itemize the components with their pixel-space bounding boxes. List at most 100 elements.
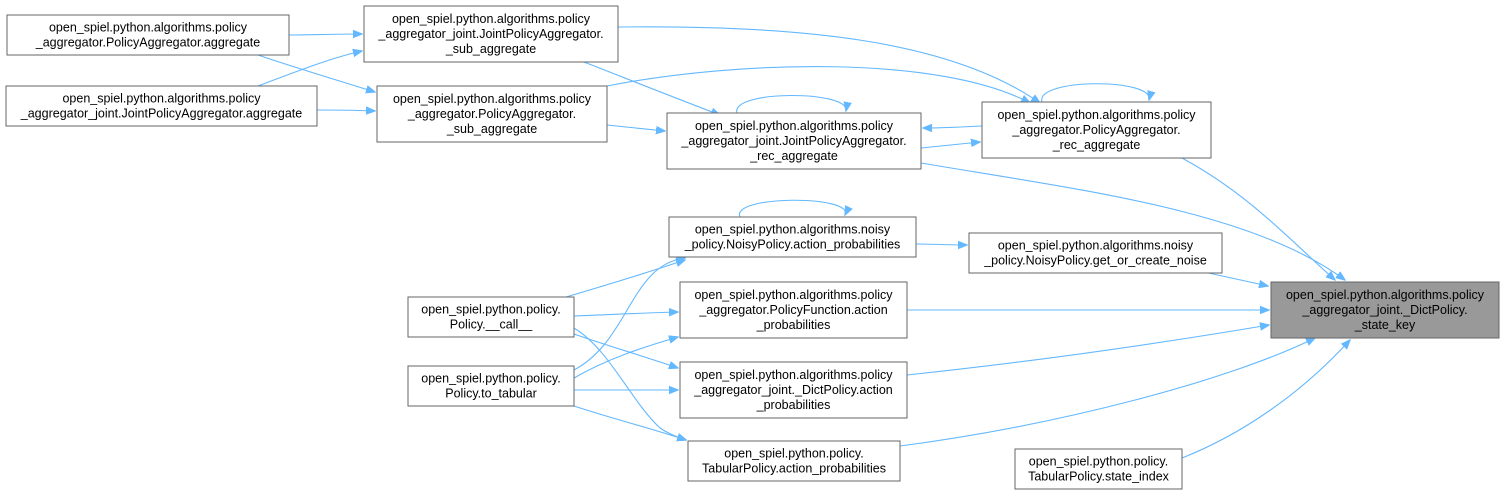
node-box — [6, 14, 290, 56]
node-box — [668, 216, 917, 258]
edge-agg-aggregate-to-agg-sub-aggregate — [257, 54, 375, 92]
edge-arrow — [923, 126, 983, 128]
node-noisy-action-probs[interactable]: open_spiel.python.algorithms.noisy_polic… — [668, 216, 917, 258]
node-label-line: open_spiel.python.policy. — [724, 447, 863, 461]
node-dictpolicy-state-key[interactable]: open_spiel.python.algorithms.policy_aggr… — [1270, 281, 1500, 339]
node-box — [5, 85, 318, 127]
node-policy-to-tabular[interactable]: open_spiel.python.policy.Policy.to_tabul… — [407, 365, 575, 407]
node-label-line: open_spiel.python.algorithms.policy — [695, 119, 894, 133]
edge-arrow — [1041, 83, 1150, 103]
node-label-line: open_spiel.python.algorithms.policy — [694, 288, 893, 302]
edge-joint-sub-aggregate-to-agg-rec-aggregate — [617, 26, 1040, 103]
edge-joint-aggregate-to-agg-sub-aggregate — [316, 110, 375, 111]
node-label-line: open_spiel.python.policy. — [421, 303, 560, 317]
edge-arrow — [257, 51, 362, 87]
node-label-line: open_spiel.python.algorithms.policy — [392, 12, 591, 26]
node-label-line: _policy.NoisyPolicy.get_or_create_noise — [983, 254, 1207, 268]
edge-dictpolicy-action-probs-to-dictpolicy-state-key — [906, 325, 1269, 376]
node-box — [363, 5, 619, 63]
node-label-line: _aggregator.PolicyAggregator. — [1011, 123, 1180, 137]
node-label-line: Policy.__call__ — [450, 318, 534, 332]
node-label-line: _probabilities — [756, 318, 831, 332]
node-label-line: open_spiel.python.algorithms.policy — [1286, 288, 1485, 302]
node-label-line: _aggregator.PolicyAggregator. — [407, 107, 576, 121]
edge-arrow — [920, 162, 1345, 280]
node-label-line: _aggregator.PolicyAggregator.aggregate — [35, 36, 261, 50]
node-box — [981, 101, 1212, 159]
node-label-line: _aggregator_joint.JointPolicyAggregator.… — [20, 107, 302, 121]
edge-joint-rec-aggregate-to-agg-rec-aggregate — [920, 142, 980, 149]
node-label-line: _aggregator_joint.JointPolicyAggregator. — [377, 27, 603, 41]
edge-agg-sub-aggregate-to-joint-rec-aggregate — [606, 124, 665, 131]
node-agg-rec-aggregate[interactable]: open_spiel.python.algorithms.policy_aggr… — [981, 101, 1212, 159]
edge-agg-sub-aggregate-to-agg-rec-aggregate — [606, 66, 1030, 103]
edge-policy-to-tabular-to-policyfunction-action-probs — [573, 337, 678, 379]
node-policy-call[interactable]: open_spiel.python.policy.Policy.__call__ — [407, 296, 575, 338]
node-label-line: open_spiel.python.algorithms.policy — [62, 92, 261, 106]
edge-arrow — [573, 312, 678, 316]
edge-arrow — [736, 94, 846, 114]
node-label-line: _probabilities — [756, 398, 831, 412]
node-label-line: open_spiel.python.algorithms.noisy — [695, 223, 891, 237]
node-joint-rec-aggregate[interactable]: open_spiel.python.algorithms.policy_aggr… — [666, 112, 922, 170]
node-label-line: _rec_aggregate — [1052, 138, 1141, 152]
edge-policy-to-tabular-to-noisy-action-probs — [573, 258, 685, 371]
node-policyfunction-action-probs[interactable]: open_spiel.python.algorithms.policy_aggr… — [679, 281, 908, 339]
edge-arrow — [1203, 271, 1268, 286]
edge-agg-rec-aggregate-to-dictpolicy-state-key — [1181, 157, 1335, 280]
node-label-line: open_spiel.python.policy. — [421, 372, 560, 386]
node-label-line: open_spiel.python.algorithms.policy — [997, 108, 1196, 122]
node-tabular-action-probs[interactable]: open_spiel.python.policy.TabularPolicy.a… — [687, 440, 901, 482]
node-label-line: TabularPolicy.action_probabilities — [702, 462, 886, 476]
node-tabular-state-index[interactable]: open_spiel.python.policy.TabularPolicy.s… — [1014, 448, 1183, 490]
node-label-line: open_spiel.python.policy. — [1029, 455, 1168, 469]
node-label-line: _sub_aggregate — [445, 42, 536, 56]
node-joint-aggregate[interactable]: open_spiel.python.algorithms.policy_aggr… — [5, 85, 318, 127]
node-label-line: _aggregator_joint._DictPolicy. — [1301, 303, 1467, 317]
edge-agg-rec-aggregate-to-joint-rec-aggregate — [923, 126, 983, 128]
edge-joint-rec-aggregate-to-joint-rec-aggregate — [736, 94, 846, 114]
node-label-line: open_spiel.python.algorithms.policy — [393, 92, 592, 106]
edge-arrow — [739, 199, 845, 218]
edge-joint-rec-aggregate-to-dictpolicy-state-key — [920, 162, 1345, 280]
edge-noisy-action-probs-to-noisy-get-noise — [915, 244, 967, 245]
nodes-layer: open_spiel.python.algorithms.policy_aggr… — [5, 5, 1500, 490]
node-label-line: TabularPolicy.state_index — [1028, 470, 1170, 484]
node-joint-sub-aggregate[interactable]: open_spiel.python.algorithms.policy_aggr… — [363, 5, 619, 63]
edge-agg-aggregate-to-joint-sub-aggregate — [288, 34, 362, 35]
edge-policy-call-to-dictpolicy-action-probs — [573, 333, 678, 368]
node-agg-aggregate[interactable]: open_spiel.python.algorithms.policy_aggr… — [6, 14, 290, 56]
edge-joint-sub-aggregate-to-joint-rec-aggregate — [583, 61, 720, 115]
edge-arrow — [606, 66, 1030, 103]
edge-arrow — [899, 338, 1315, 447]
node-label-line: _state_key — [1354, 318, 1416, 332]
edge-policy-call-to-noisy-action-probs — [565, 260, 685, 298]
node-label-line: open_spiel.python.algorithms.policy — [694, 368, 893, 382]
edge-policy-to-tabular-to-tabular-action-probs — [573, 405, 686, 440]
node-box — [407, 296, 575, 338]
node-box — [376, 85, 608, 143]
node-box — [679, 361, 908, 419]
node-box — [666, 112, 922, 170]
node-label-line: Policy.to_tabular — [445, 387, 537, 401]
edge-arrow — [617, 26, 1040, 103]
node-label-line: _policy.NoisyPolicy.action_probabilities — [684, 238, 901, 252]
edge-arrow — [583, 61, 720, 115]
edge-arrow — [573, 405, 686, 440]
node-label-line: _rec_aggregate — [749, 149, 838, 163]
edge-arrow — [573, 337, 678, 379]
node-agg-sub-aggregate[interactable]: open_spiel.python.algorithms.policy_aggr… — [376, 85, 608, 143]
edge-policy-call-to-policyfunction-action-probs — [573, 312, 678, 316]
node-box — [968, 232, 1223, 274]
node-dictpolicy-action-probs[interactable]: open_spiel.python.algorithms.policy_aggr… — [679, 361, 908, 419]
node-box — [679, 281, 908, 339]
edge-arrow — [1181, 340, 1350, 459]
node-label-line: _aggregator_joint._DictPolicy.action — [693, 383, 893, 397]
node-box — [1014, 448, 1183, 490]
edge-arrow — [915, 244, 967, 245]
edge-agg-rec-aggregate-to-agg-rec-aggregate — [1041, 83, 1150, 103]
node-noisy-get-noise[interactable]: open_spiel.python.algorithms.noisy_polic… — [968, 232, 1223, 274]
edge-arrow — [316, 110, 375, 111]
edge-tabular-action-probs-to-dictpolicy-state-key — [899, 338, 1315, 447]
